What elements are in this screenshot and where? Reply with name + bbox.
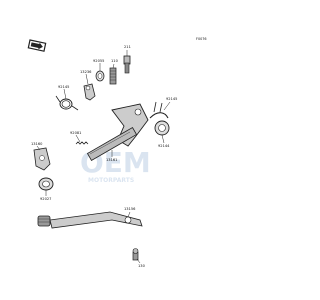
part-92145a-shape	[55, 95, 79, 111]
watermark-brand: OEM	[80, 146, 151, 179]
part-label[interactable]: 110	[111, 59, 119, 63]
part-label[interactable]: 13161	[106, 158, 117, 162]
page-reference: F0076	[196, 37, 207, 41]
leader-lines	[36, 50, 171, 264]
part-label[interactable]: 92144	[158, 144, 170, 148]
part-label[interactable]: 130	[138, 264, 146, 268]
part-13160-shape	[33, 147, 51, 171]
part-110-shape	[109, 67, 117, 85]
part-label[interactable]: 92145	[58, 85, 69, 89]
part-labels: 211 92055 13236 110 92145 92145 92144 92…	[31, 45, 177, 268]
part-label[interactable]: 13160	[31, 142, 43, 146]
part-label[interactable]: 92027	[40, 197, 51, 201]
part-92081-shape	[75, 141, 89, 145]
part-92055-shape	[95, 70, 105, 82]
part-label[interactable]: 92055	[93, 59, 104, 63]
part-13236-shape	[83, 83, 96, 101]
part-92027-shape	[38, 177, 54, 191]
part-13161-shape	[86, 103, 149, 162]
part-13156-shape	[37, 211, 143, 229]
part-92145b-shape	[154, 120, 170, 136]
part-130-shape	[132, 248, 139, 261]
part-label[interactable]: 13156	[124, 207, 136, 211]
part-92144-shape	[149, 101, 169, 119]
parts-diagram-svg: F0076 OEM MOTORPARTS	[27, 37, 207, 268]
part-label[interactable]: 92081	[70, 131, 81, 135]
part-211-shape	[123, 55, 131, 74]
parts-diagram: F0076 OEM MOTORPARTS	[27, 37, 207, 268]
watermark-sub: MOTORPARTS	[88, 177, 134, 184]
front-arrow-icon	[27, 39, 47, 52]
part-label[interactable]: 13236	[80, 70, 92, 74]
part-label[interactable]: 211	[124, 45, 131, 49]
part-label[interactable]: 92145	[166, 97, 177, 101]
